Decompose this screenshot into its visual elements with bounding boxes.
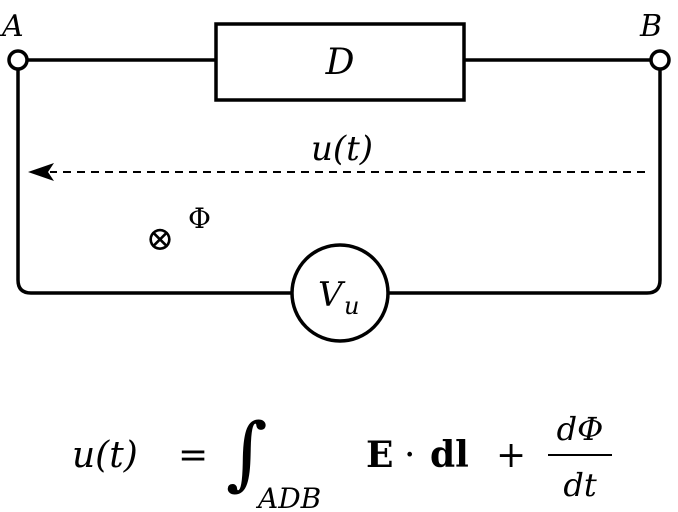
terminal-a-label: A [0,9,24,44]
integral-subscript: ADB [255,482,321,512]
equation-dot: · [404,435,415,476]
equation-equals: = [178,435,208,476]
fraction-denominator: dt [563,466,596,504]
equation-dl: dl [430,434,469,476]
wire-right-bottom [388,68,662,295]
voltmeter-label: V [318,275,346,315]
terminal-a-circle [7,49,29,71]
element-d-box [214,22,466,102]
wire-left-bottom [16,68,292,295]
terminal-b-circle [649,49,671,71]
voltage-label: u(t) [311,129,373,169]
flux-label: Φ [188,202,211,235]
voltmeter-circle [290,243,390,343]
arrow-head [28,163,54,181]
voltmeter-subscript: u [344,292,359,320]
equation: u(t) = ∫ ADB E · dl + dΦ dt [72,406,612,512]
equation-field: E [366,434,393,476]
equation-lhs: u(t) [72,435,138,476]
equation-plus: + [496,435,526,476]
flux-into-page-icon: ⊗ [146,219,175,259]
integral-sign: ∫ [226,406,268,499]
element-d-label: D [325,42,355,83]
terminal-b-label: B [639,9,662,44]
fraction-numerator: dΦ [557,410,604,448]
